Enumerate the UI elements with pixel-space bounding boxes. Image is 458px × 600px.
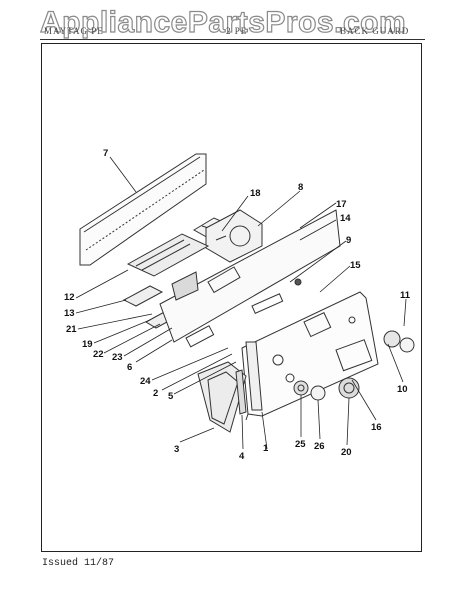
header-section: 2 PE	[226, 26, 248, 36]
callout-22: 22	[93, 349, 104, 360]
part-25-knob	[293, 380, 326, 401]
page-header: AppliancePartsPros.com MAYTAG PE 2 PE BA…	[39, 5, 425, 40]
leader-lines	[75, 156, 407, 450]
callout-12: 12	[64, 292, 75, 303]
part-7-trim-panel	[79, 153, 207, 266]
callout-23: 23	[112, 352, 123, 363]
header-model: MAYTAG PE	[44, 26, 104, 36]
callout-1: 1	[263, 443, 269, 454]
callout-26: 26	[314, 441, 325, 452]
callout-21: 21	[66, 324, 77, 335]
callout-8: 8	[298, 182, 303, 193]
callout-11: 11	[400, 290, 411, 301]
callout-18: 18	[250, 188, 261, 199]
issued-date: Issued 11/87	[42, 558, 115, 569]
callout-5: 5	[168, 391, 174, 402]
callout-7: 7	[103, 148, 108, 159]
callout-16: 16	[371, 422, 382, 433]
callout-20: 20	[341, 447, 352, 458]
part-9-screw	[294, 278, 302, 286]
callout-10: 10	[397, 384, 408, 395]
part-4-trim-strip	[235, 369, 247, 415]
diagram-frame	[41, 43, 422, 552]
callout-9: 9	[346, 235, 351, 246]
callout-19: 19	[82, 339, 93, 350]
callout-3: 3	[174, 444, 179, 455]
part-11-knob	[383, 330, 415, 353]
callout-14: 14	[340, 213, 351, 224]
callout-24: 24	[140, 376, 151, 387]
header-title: BACK GUARD	[340, 26, 410, 36]
callout-17: 17	[336, 199, 347, 210]
part-1-back-guard	[241, 291, 379, 421]
part-12-switch-block	[126, 233, 210, 277]
watermark: AppliancePartsPros.com	[39, 5, 407, 39]
part-8-timer	[205, 209, 263, 263]
callout-2: 2	[153, 388, 158, 399]
callout-15: 15	[350, 260, 361, 271]
header-rule	[40, 39, 425, 40]
callout-4: 4	[239, 451, 245, 462]
callout-13: 13	[64, 308, 75, 319]
callout-25: 25	[295, 439, 306, 450]
callout-labels: 7 18 8 17 14 9 15 11 12 13 21 19 22 23 6…	[64, 148, 411, 462]
part-20-knob	[338, 377, 360, 399]
callout-6: 6	[127, 362, 132, 373]
part-3-end-cap	[197, 361, 247, 433]
